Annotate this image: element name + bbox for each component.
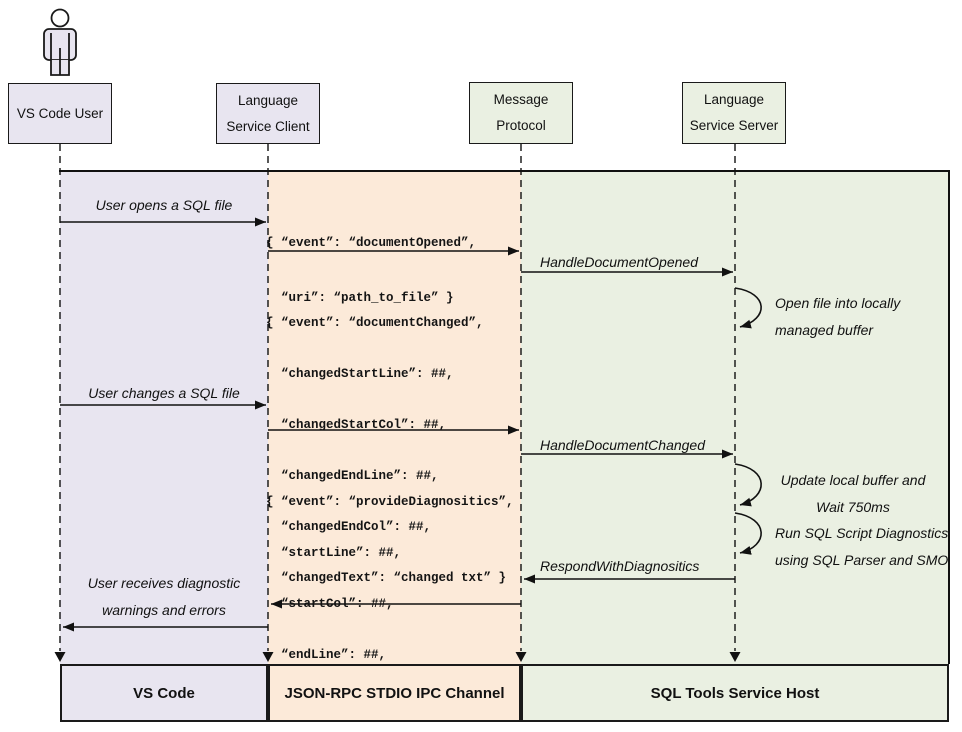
loop-run-diagnostics [734, 512, 762, 555]
payload-line: “changedText”: “changed txt” } [266, 571, 507, 585]
note-line2: using SQL Parser and SMO [775, 552, 949, 568]
header-label-line2: Service Server [689, 118, 779, 133]
footer-label: VS Code [133, 684, 195, 702]
payload-line: { “event”: “provideDiagnositics”, [266, 495, 514, 509]
payload-document-opened: { “event”: “documentOpened”, “uri”: “pat… [266, 202, 476, 340]
lifelines [59, 144, 736, 651]
label-user-changes-sql-file: User changes a SQL file [88, 385, 240, 401]
label-respond-with-diagnostics: RespondWithDiagnositics [540, 558, 700, 574]
payload-line: “startLine”: ##, [266, 546, 402, 560]
label-user-opens-sql-file: User opens a SQL file [95, 197, 233, 213]
payload-line: “startCol”: ##, [266, 597, 394, 611]
self-loops [734, 287, 762, 555]
payload-line: “changedEndLine”: ##, [266, 469, 439, 483]
payload-line: “changedEndCol”: ##, [266, 520, 432, 534]
payload-line: { “event”: “documentChanged”, [266, 316, 484, 330]
note-line1: Open file into locally [775, 295, 901, 311]
note-open-file-buffer: Open file into locally managed buffer [775, 290, 900, 344]
label-user-receives-diagnostics: User receives diagnostic warnings and er… [60, 570, 268, 624]
loop-open-buffer [734, 287, 762, 329]
payload-line: { “event”: “documentOpened”, [266, 236, 477, 250]
message-arrows [60, 217, 735, 632]
actor-person-icon [43, 8, 77, 76]
payload-line: “endLine”: ##, [266, 648, 387, 662]
header-label-line1: Language [703, 92, 765, 107]
header-label-line1: Language [237, 92, 299, 108]
loop-update-buffer [734, 463, 762, 507]
footer-box-vscode: VS Code [60, 664, 268, 722]
footer-label: SQL Tools Service Host [650, 684, 820, 702]
label-handle-document-opened: HandleDocumentOpened [540, 254, 698, 270]
header-box-vscode-user: VS Code User [8, 83, 112, 144]
note-update-buffer-wait: Update local buffer and Wait 750ms [768, 467, 938, 521]
header-label-line2: Protocol [496, 118, 546, 133]
lane-vscode [60, 171, 268, 664]
payload-line: “uri”: “path_to_file” } [266, 291, 454, 305]
header-label-line2: Service Client [226, 118, 310, 134]
payload-line: “changedStartCol”: ##, [266, 418, 447, 432]
payload-document-changed: { “event”: “documentChanged”, “changedSt… [266, 284, 506, 618]
header-box-message-protocol: Message Protocol [469, 82, 573, 144]
lifeline-end-arrowheads [54, 652, 741, 662]
note-line1: Update local buffer and [780, 472, 926, 488]
footer-box-sql-tools-service-host: SQL Tools Service Host [521, 664, 949, 722]
label-handle-document-changed: HandleDocumentChanged [540, 437, 705, 453]
note-line2: Wait 750ms [816, 499, 890, 515]
note-run-diagnostics: Run SQL Script Diagnostics using SQL Par… [775, 520, 948, 574]
header-box-language-service-server: Language Service Server [682, 82, 786, 144]
label-line2: warnings and errors [102, 602, 226, 618]
footer-label: JSON-RPC STDIO IPC Channel [284, 684, 505, 702]
note-line2: managed buffer [775, 322, 874, 338]
lane-ipc-channel [268, 171, 521, 664]
header-box-language-service-client: Language Service Client [216, 83, 320, 144]
payload-line: “changedStartLine”: ##, [266, 367, 454, 381]
label-line1: User receives diagnostic [87, 575, 241, 591]
header-label-line1: Message [493, 92, 549, 107]
header-label: VS Code User [16, 105, 104, 121]
note-line1: Run SQL Script Diagnostics [775, 525, 949, 541]
footer-box-jsonrpc-channel: JSON-RPC STDIO IPC Channel [268, 664, 521, 722]
